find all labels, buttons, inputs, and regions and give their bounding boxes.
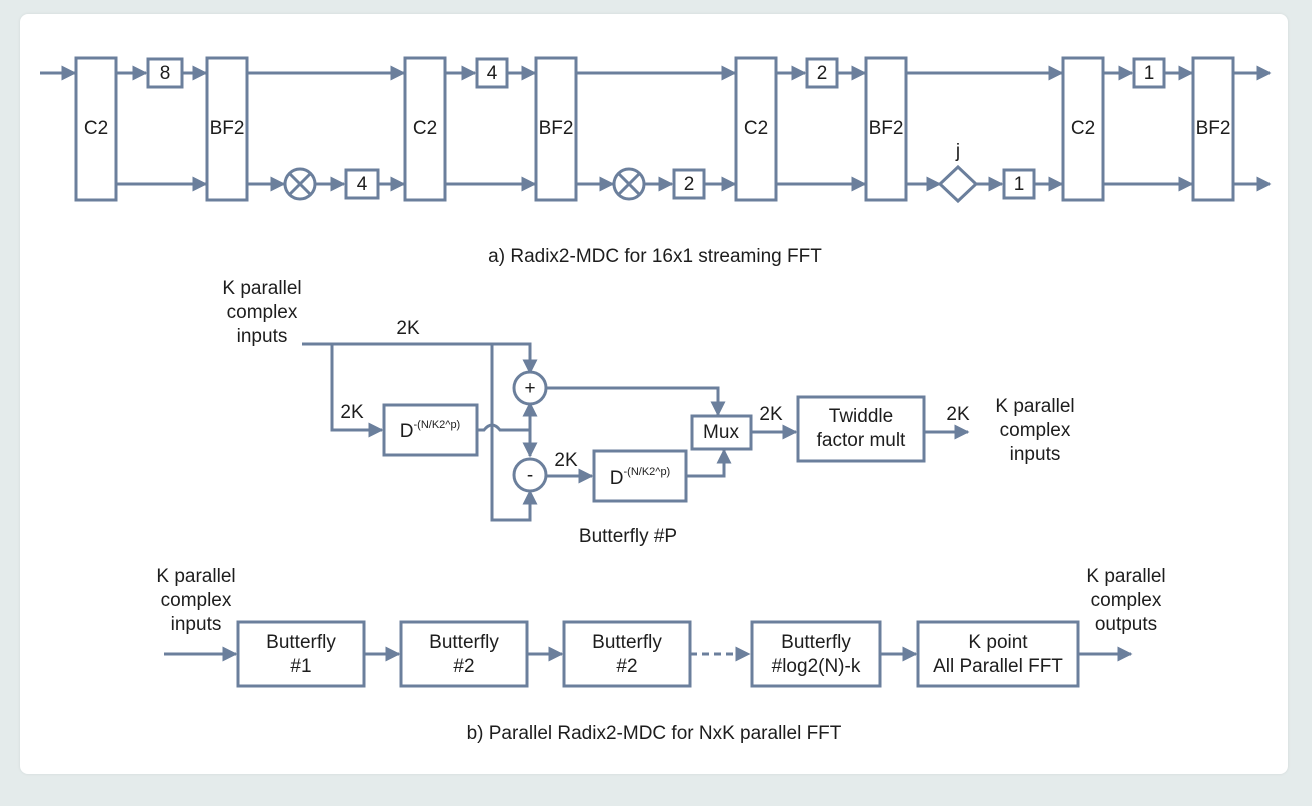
svg-text:Butterfly: Butterfly — [781, 632, 851, 653]
pipeline-block-4: Butterfly #log2(N)-k — [750, 620, 882, 688]
butterfly-output-label: K parallel complex inputs — [995, 396, 1074, 465]
adder-icon: + — [512, 370, 548, 406]
svg-text:D-(N/K2^p): D-(N/K2^p) — [610, 466, 670, 489]
caption-b: b) Parallel Radix2-MDC for NxK parallel … — [467, 723, 842, 744]
bf2-block-1: BF2 — [205, 56, 249, 202]
delay-label: 2 — [817, 63, 828, 84]
delay-box-top-4: 1 — [1132, 57, 1166, 89]
svg-text:Mux: Mux — [703, 422, 739, 443]
svg-text:+: + — [524, 378, 535, 399]
width-label-2k: 2K — [554, 450, 578, 471]
delay-label: 1 — [1144, 63, 1155, 84]
caption-a: a) Radix2-MDC for 16x1 streaming FFT — [488, 246, 822, 267]
bf2-block-2: BF2 — [534, 56, 578, 202]
pipeline-block-3: Butterfly #2 — [562, 620, 692, 688]
svg-text:#log2(N)-k: #log2(N)-k — [772, 656, 861, 677]
delay-box-top-3: 2 — [805, 57, 839, 89]
caption-butterfly: Butterfly #P — [579, 526, 677, 547]
butterfly-connections — [302, 342, 970, 522]
c2-label: C2 — [1071, 118, 1095, 139]
svg-text:K point: K point — [968, 632, 1028, 653]
width-label-2k: 2K — [946, 404, 970, 425]
svg-text:D-(N/K2^p): D-(N/K2^p) — [400, 419, 460, 442]
pipeline-block-2: Butterfly #2 — [399, 620, 529, 688]
svg-text:Twiddle: Twiddle — [829, 406, 893, 427]
c2-block-3: C2 — [734, 56, 778, 202]
svg-text:Butterfly: Butterfly — [429, 632, 499, 653]
svg-text:inputs: inputs — [237, 326, 288, 347]
svg-text:complex: complex — [161, 590, 232, 611]
svg-text:Butterfly: Butterfly — [592, 632, 662, 653]
width-label-2k: 2K — [396, 318, 420, 339]
part-b-output-label: K parallel complex outputs — [1086, 566, 1165, 635]
bf2-label: BF2 — [210, 118, 245, 139]
part-b-input-label: K parallel complex inputs — [156, 566, 235, 635]
delay-block-1: D-(N/K2^p) — [382, 403, 479, 457]
c2-label: C2 — [744, 118, 768, 139]
bf2-block-4: BF2 — [1191, 56, 1235, 202]
delay-box-bottom-3: 1 — [1002, 168, 1036, 200]
bf2-label: BF2 — [1196, 118, 1231, 139]
c2-label: C2 — [413, 118, 437, 139]
pipeline-block-1: Butterfly #1 — [236, 620, 366, 688]
svg-text:K parallel: K parallel — [156, 566, 235, 587]
svg-text:#1: #1 — [290, 656, 311, 677]
mux-block: Mux — [690, 414, 753, 451]
delay-label: 4 — [487, 63, 498, 84]
svg-text:K parallel: K parallel — [1086, 566, 1165, 587]
svg-text:-: - — [527, 465, 533, 486]
svg-text:K parallel: K parallel — [222, 278, 301, 299]
multiplier-icon — [283, 167, 317, 201]
delay-block-2: D-(N/K2^p) — [592, 449, 688, 503]
bf2-block-3: BF2 — [864, 56, 908, 202]
butterfly-input-label: K parallel complex inputs — [222, 278, 301, 347]
twiddle-multiplier-block: Twiddle factor mult — [796, 395, 926, 463]
c2-block-4: C2 — [1061, 56, 1105, 202]
svg-text:complex: complex — [1000, 420, 1071, 441]
delay-label: 8 — [160, 63, 171, 84]
c2-block-1: C2 — [74, 56, 118, 202]
j-rotation-diamond: j — [937, 141, 979, 204]
svg-text:factor mult: factor mult — [817, 430, 906, 451]
svg-text:complex: complex — [227, 302, 298, 323]
svg-text:#2: #2 — [453, 656, 474, 677]
bf2-label: BF2 — [869, 118, 904, 139]
delay-label: 2 — [684, 174, 695, 195]
delay-box-bottom-1: 4 — [344, 168, 380, 200]
c2-block-2: C2 — [403, 56, 447, 202]
pipeline-block-parallel-fft: K point All Parallel FFT — [916, 620, 1080, 688]
svg-text:inputs: inputs — [1010, 444, 1061, 465]
delay-box-bottom-2: 2 — [672, 168, 706, 200]
multiplier-icon — [612, 167, 646, 201]
svg-text:inputs: inputs — [171, 614, 222, 635]
svg-text:complex: complex — [1091, 590, 1162, 611]
svg-text:#2: #2 — [616, 656, 637, 677]
delay-label: 4 — [357, 174, 368, 195]
j-label: j — [955, 141, 960, 162]
width-label-2k: 2K — [340, 402, 364, 423]
width-label-2k: 2K — [759, 404, 783, 425]
delay-box-top-1: 8 — [146, 57, 184, 89]
c2-label: C2 — [84, 118, 108, 139]
svg-text:K parallel: K parallel — [995, 396, 1074, 417]
delay-label: 1 — [1014, 174, 1025, 195]
bf2-label: BF2 — [539, 118, 574, 139]
svg-text:Butterfly: Butterfly — [266, 632, 336, 653]
subtractor-icon: - — [512, 457, 548, 493]
delay-box-top-2: 4 — [475, 57, 509, 89]
svg-text:All Parallel FFT: All Parallel FFT — [933, 656, 1063, 677]
part-a-connections — [40, 65, 1272, 192]
svg-text:outputs: outputs — [1095, 614, 1157, 635]
